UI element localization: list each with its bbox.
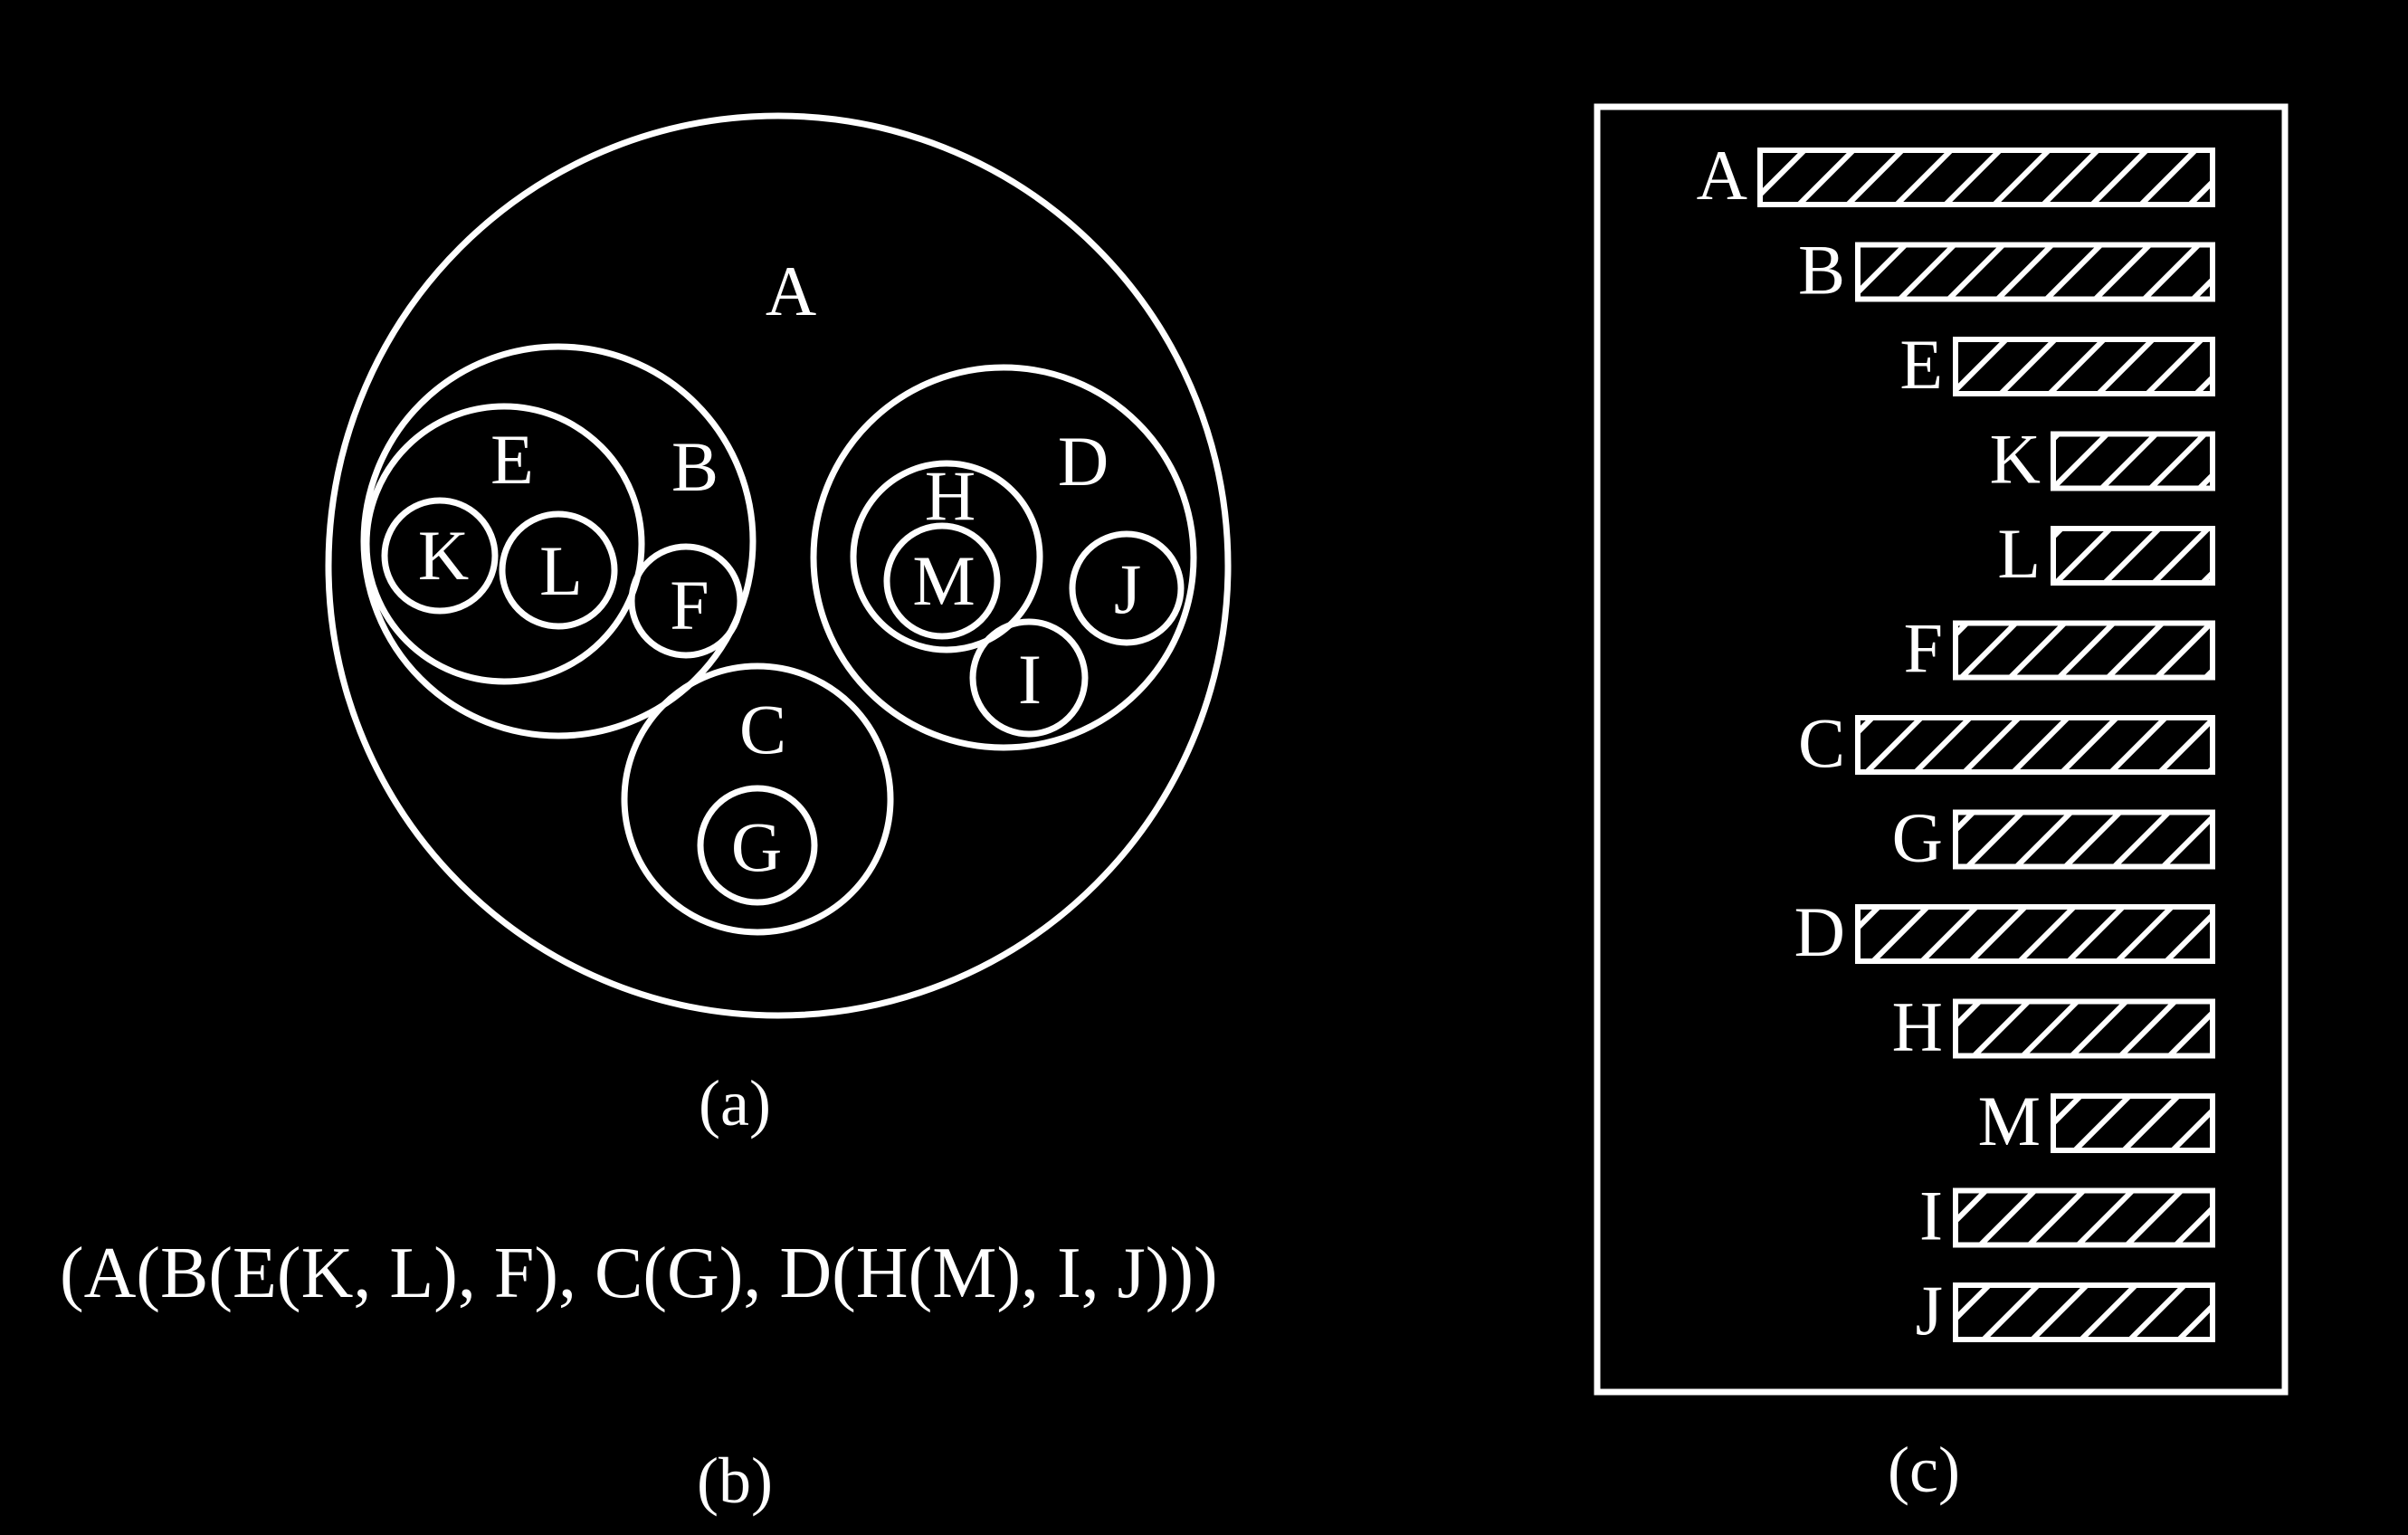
label-L: L	[539, 531, 583, 610]
circle-H	[850, 460, 1043, 653]
label-F: F	[670, 566, 709, 644]
bar-I	[1953, 1187, 2215, 1248]
bar-label-G: G	[1892, 798, 1943, 877]
circle-F	[628, 543, 744, 659]
label-C: C	[739, 690, 786, 768]
bar-M	[2051, 1093, 2215, 1153]
label-M: M	[912, 541, 975, 620]
bar-label-E: E	[1899, 325, 1943, 404]
circle-C	[621, 663, 894, 936]
circle-M	[883, 522, 1001, 640]
circle-G	[697, 785, 818, 906]
parenthesized-notation-panel: (A(B(E(K, L), F), C(G), D(H(M), I, J))) …	[60, 1234, 1218, 1517]
bar-label-B: B	[1798, 231, 1845, 310]
bar-D	[1855, 904, 2215, 964]
bar-label-K: K	[1990, 420, 2041, 499]
label-D: D	[1058, 422, 1109, 501]
bar-E	[1953, 337, 2215, 396]
label-I: I	[1018, 640, 1042, 719]
circle-I	[969, 618, 1089, 738]
bar-L	[2051, 526, 2215, 586]
bar-label-D: D	[1794, 892, 1845, 971]
nested-parentheses-expression: (A(B(E(K, L), F), C(G), D(H(M), I, J)))	[60, 1234, 1218, 1313]
circle-D	[810, 364, 1197, 751]
label-G: G	[731, 807, 782, 886]
circle-K	[381, 497, 499, 615]
bar-G	[1953, 809, 2215, 870]
bar-label-A: A	[1697, 136, 1747, 215]
bar-label-I: I	[1919, 1177, 1943, 1255]
bar-label-L: L	[1997, 514, 2041, 593]
bar-J	[1953, 1282, 2215, 1342]
bar-B	[1855, 242, 2215, 302]
bar-F	[1953, 620, 2215, 681]
label-B: B	[671, 427, 719, 506]
label-H: H	[925, 456, 976, 535]
bar-label-F: F	[1904, 609, 1943, 688]
caption-b: (b)	[697, 1444, 773, 1517]
bar-A	[1757, 148, 2215, 207]
circle-L	[499, 510, 618, 630]
label-A: A	[766, 252, 816, 330]
bar-label-J: J	[1916, 1271, 1943, 1349]
label-E: E	[490, 420, 534, 499]
circle-J	[1069, 530, 1185, 646]
indent-frame	[1594, 103, 2289, 1396]
bar-label-M: M	[1978, 1082, 2041, 1160]
caption-a: (a)	[699, 1067, 771, 1139]
bar-H	[1953, 998, 2215, 1059]
bar-label-H: H	[1892, 987, 1943, 1066]
circle-A	[325, 112, 1232, 1019]
bar-C	[1855, 715, 2215, 775]
venn-diagram-panel: A B E K L F C G D H M I J (a)	[325, 112, 1232, 1139]
bar-K	[2051, 431, 2215, 491]
circle-E	[363, 403, 645, 685]
bar-label-C: C	[1798, 703, 1845, 782]
label-K: K	[418, 516, 469, 595]
label-J: J	[1114, 549, 1141, 628]
caption-c: (c)	[1888, 1434, 1960, 1506]
